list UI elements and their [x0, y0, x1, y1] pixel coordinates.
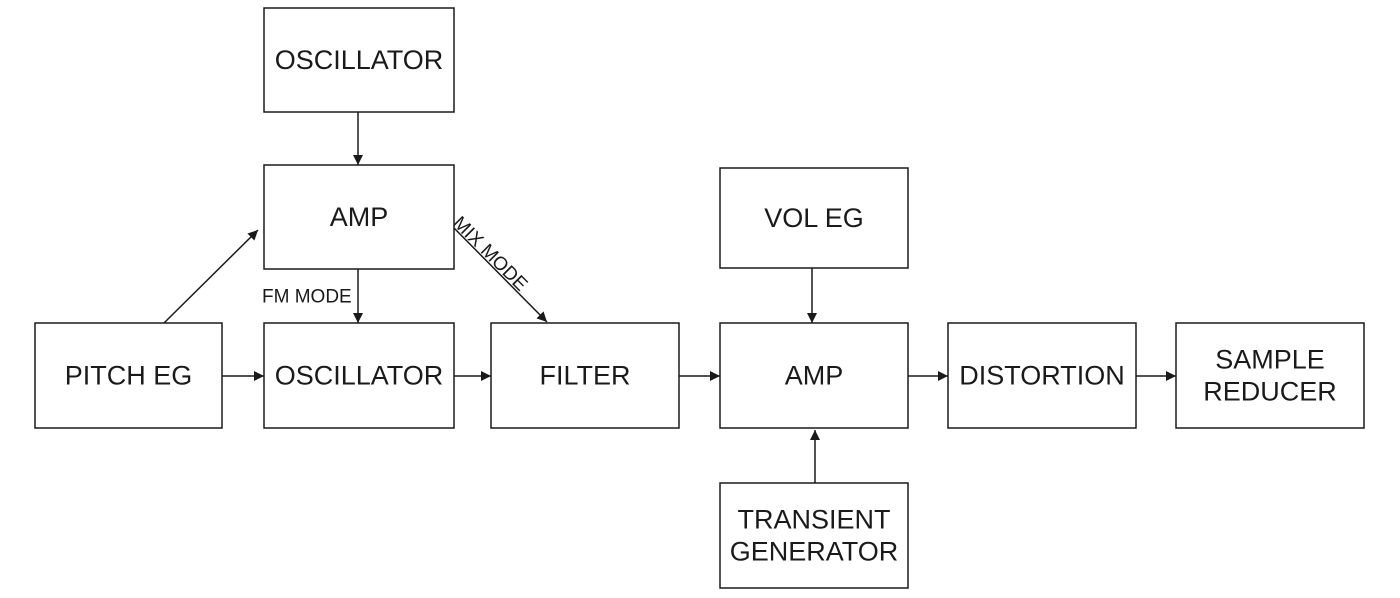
node-label: REDUCER	[1203, 377, 1337, 407]
node-label: OSCILLATOR	[275, 361, 444, 391]
node-label: VOL EG	[764, 203, 864, 233]
node-box	[719, 322, 909, 429]
node-osc-main: OSCILLATOR	[263, 322, 455, 429]
node-box	[263, 164, 455, 270]
node-label: DISTORTION	[959, 361, 1125, 391]
node-box	[1175, 322, 1365, 429]
arrow-pitch-eg-to-amp-top	[163, 229, 259, 324]
arrow-amp-top-to-filter	[453, 227, 548, 323]
node-box	[34, 322, 223, 429]
node-box	[719, 167, 909, 269]
node-box	[719, 482, 909, 589]
node-filter: FILTER	[490, 322, 680, 429]
node-label: PITCH EG	[65, 361, 193, 391]
node-label: SAMPLE	[1215, 345, 1325, 375]
node-vol-eg: VOL EG	[719, 167, 909, 269]
node-label: TRANSIENT	[737, 505, 890, 535]
node-box	[263, 322, 455, 429]
node-box	[263, 7, 455, 113]
node-label: OSCILLATOR	[275, 45, 444, 75]
node-pitch-eg: PITCH EG	[34, 322, 223, 429]
node-box	[947, 322, 1137, 429]
node-label: AMP	[330, 202, 389, 232]
node-label: FILTER	[539, 361, 630, 391]
node-layer: OSCILLATOR AMP PITCH EG OSCILLATOR FILTER VOL…	[34, 7, 1365, 589]
node-label: GENERATOR	[730, 537, 899, 567]
node-label: AMP	[785, 361, 844, 391]
node-distortion: DISTORTION	[947, 322, 1137, 429]
node-osc-top: OSCILLATOR	[263, 7, 455, 113]
node-amp-top: AMP	[263, 164, 455, 270]
edge-label: MIX MODE	[448, 213, 531, 296]
edge-label: FM MODE	[262, 287, 352, 308]
node-box	[490, 322, 680, 429]
node-amp-main: AMP	[719, 322, 909, 429]
